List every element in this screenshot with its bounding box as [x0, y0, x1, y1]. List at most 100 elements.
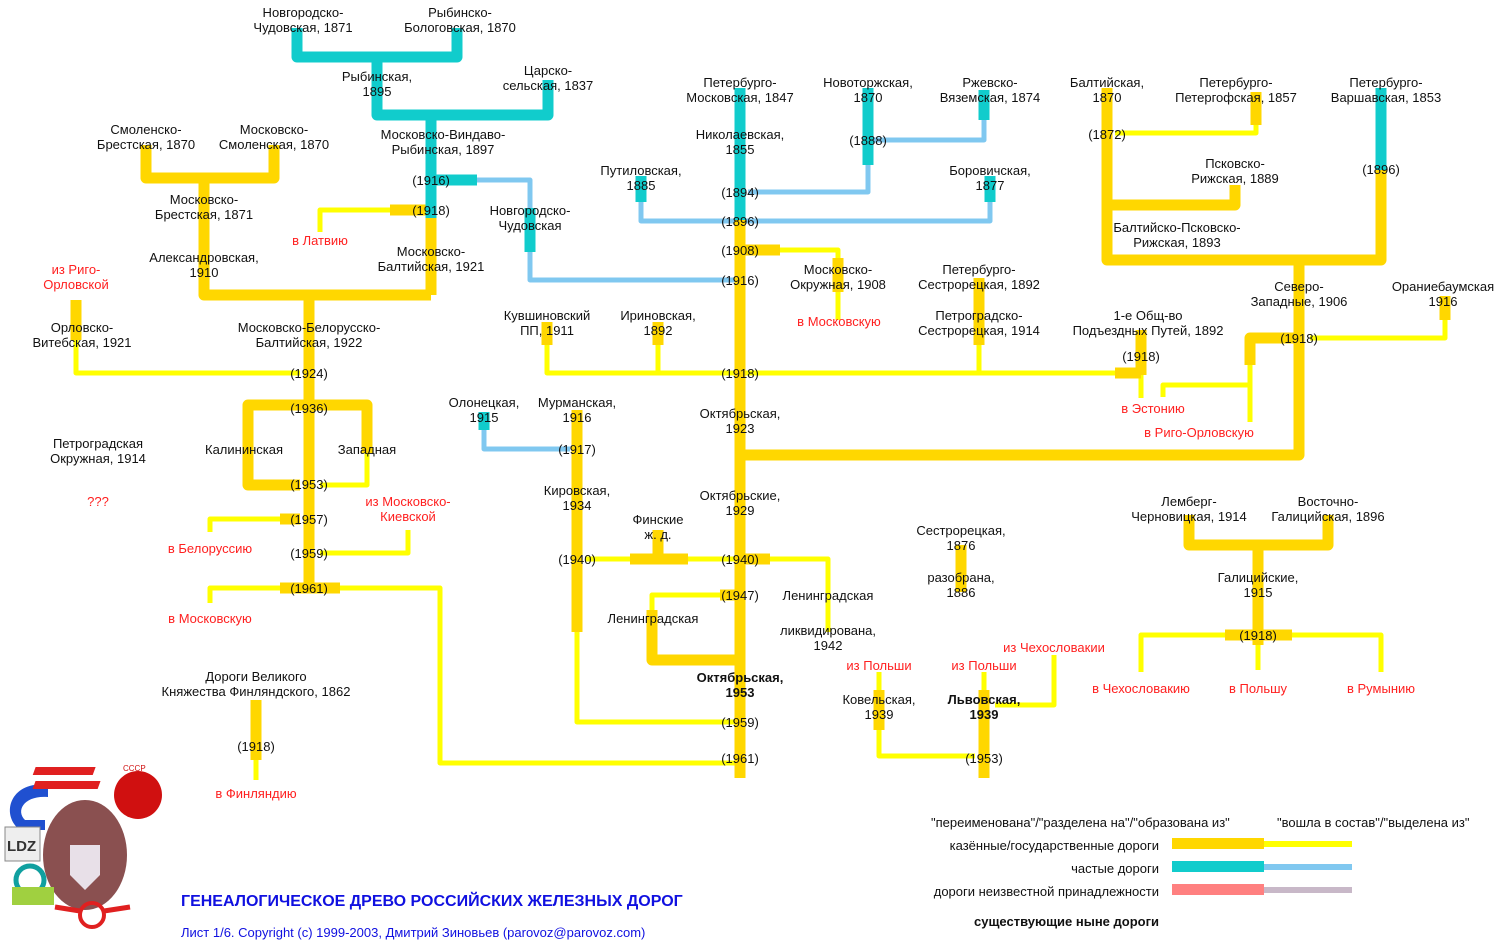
- year-label: (1936): [290, 401, 328, 416]
- private-railway-link: [748, 165, 871, 195]
- private-railway-link: [481, 430, 570, 452]
- state-railway-link: [1160, 382, 1250, 397]
- legend-label-state: казённые/государственные дороги: [949, 838, 1159, 853]
- year-label: (1957): [290, 512, 328, 527]
- state-railway-link: [649, 592, 720, 610]
- transfer-note: в Польшу: [1228, 681, 1288, 696]
- year-label: (1894): [721, 185, 759, 200]
- railway-label: Северо- Западные, 1906: [1250, 279, 1348, 309]
- legend-col1-header: "переименована"/"разделена на"/"образова…: [931, 815, 1230, 830]
- year-label: (1916): [412, 173, 450, 188]
- year-label: (1916): [721, 273, 759, 288]
- state-railway-link: [995, 655, 1057, 708]
- railway-label: Московско- Смоленская, 1870: [218, 122, 330, 152]
- year-label: (1940): [721, 552, 759, 567]
- year-label: (1872): [1088, 127, 1126, 142]
- copyright: Лист 1/6. Copyright (c) 1999-2003, Дмитр…: [181, 925, 646, 940]
- transfer-note: из Польши: [951, 658, 1017, 673]
- railway-label: Орловско- Витебская, 1921: [32, 320, 132, 350]
- railway-label: Московско-Виндаво- Рыбинская, 1897: [380, 127, 506, 157]
- state-railway-link: [73, 340, 300, 376]
- railway-label: Балтийско-Псковско- Рижская, 1893: [1113, 220, 1241, 250]
- state-railway-link: [320, 453, 370, 488]
- year-label: (1918): [237, 739, 275, 754]
- state-railway-link: [780, 247, 841, 320]
- railway-label: Дороги Великого Княжества Финляндского, …: [161, 669, 351, 699]
- year-label: (1959): [290, 546, 328, 561]
- legend-bar-state-thick: [1172, 838, 1264, 849]
- private-railway-link: [868, 120, 987, 143]
- railway-label: Псковско- Рижская, 1889: [1191, 156, 1279, 186]
- state-railway-link: [317, 207, 390, 232]
- year-label: (1947): [721, 588, 759, 603]
- railway-label: Кувшиновский ПП, 1911: [503, 308, 591, 338]
- transfer-note: в Финляндию: [215, 786, 297, 801]
- year-label: (1961): [721, 751, 759, 766]
- railway-logos-emblem: СССР LDZ: [4, 764, 162, 929]
- transfer-note: в Белоруссию: [167, 541, 253, 556]
- state-railway-line: [1107, 185, 1241, 211]
- legend-label-unknown: дороги неизвестной принадлежности: [933, 884, 1159, 899]
- legend-label-existing: существующие ныне дороги: [973, 914, 1159, 929]
- state-railway-link: [1310, 320, 1448, 341]
- state-railway-link: [876, 730, 975, 759]
- state-railway-link: [1292, 632, 1384, 672]
- railway-label: Петербурго- Сестрорецкая, 1892: [918, 262, 1040, 292]
- railway-label: Петроградско- Сестрорецкая, 1914: [918, 308, 1040, 338]
- state-railway-line: [1244, 332, 1299, 365]
- transfer-note: в Риго-Орловскую: [1144, 425, 1254, 440]
- railway-label: Западная: [337, 442, 397, 457]
- state-railway-line: [740, 260, 1305, 461]
- railway-label: Николаевская, 1855: [695, 127, 785, 157]
- state-railway-line: [140, 145, 280, 184]
- state-railway-link: [544, 345, 1141, 376]
- year-label: (1896): [1362, 162, 1400, 177]
- state-railway-link: [320, 530, 411, 556]
- railway-label: Ржевско- Вяземская, 1874: [939, 75, 1041, 105]
- railway-label: Калининская: [204, 442, 284, 457]
- railway-label: Рыбинская, 1895: [341, 69, 413, 99]
- railway-label: Рыбинско- Бологовская, 1870: [404, 5, 516, 35]
- state-railway-line: [1101, 88, 1387, 266]
- page-title: ГЕНЕАЛОГИЧЕСКОЕ ДРЕВО РОССИЙСКИХ ЖЕЛЕЗНЫ…: [181, 893, 683, 910]
- state-railway-line: [646, 610, 740, 666]
- railway-label: Кировская, 1934: [543, 483, 611, 513]
- railway-label: Смоленско- Брестская, 1870: [96, 122, 196, 152]
- railway-label: Лемберг- Черновицкая, 1914: [1131, 494, 1247, 524]
- transfer-note: из Московско- Киевской: [365, 494, 451, 524]
- railway-label: Ораниебаумская 1916: [1391, 279, 1495, 309]
- railway-label: Ленинградская: [607, 611, 699, 626]
- railway-label: Новгородско- Чудовская: [489, 203, 571, 233]
- year-label: (1961): [290, 581, 328, 596]
- state-railway-link: [770, 556, 831, 632]
- railway-label: Петербурго- Варшавская, 1853: [1330, 75, 1442, 105]
- year-label: (1918): [1239, 628, 1277, 643]
- year-label: (1924): [290, 366, 328, 381]
- transfer-note: из Польши: [846, 658, 912, 673]
- year-label: (1918): [721, 366, 759, 381]
- railway-label: Октябрьская, 1923: [699, 406, 781, 436]
- railway-label: Боровичская, 1877: [949, 163, 1031, 193]
- year-label: (1918): [1280, 331, 1318, 346]
- year-label: (1918): [412, 203, 450, 218]
- legend-col2-header: "вошла в состав"/"выделена из": [1277, 815, 1470, 830]
- railway-label: Мурманская, 1916: [537, 395, 617, 425]
- railway-label: Петроградская Окружная, 1914: [50, 436, 146, 466]
- railway-label: Ириновская, 1892: [620, 308, 696, 338]
- railway-label: Ленинградская: [782, 588, 874, 603]
- year-label: (1896): [721, 214, 759, 229]
- railway-label: Московско-Белорусско- Балтийская, 1922: [237, 320, 381, 350]
- transfer-note: в Эстонию: [1121, 401, 1185, 416]
- transfer-note: из Чехословакии: [1003, 640, 1105, 655]
- legend-bar-state-thin: [1264, 841, 1352, 847]
- railway-label: Петербурго- Петергофская, 1857: [1175, 75, 1297, 105]
- railway-label: Сестрорецкая, 1876: [916, 523, 1006, 553]
- year-label: (1953): [290, 477, 328, 492]
- transfer-note: ???: [87, 494, 109, 509]
- railway-label: 1-е Общ-во Подъездных Путей, 1892: [1072, 308, 1224, 338]
- railway-label: Балтийская, 1870: [1069, 75, 1145, 105]
- railway-label: Восточно- Галицийская, 1896: [1271, 494, 1385, 524]
- railway-label: Путиловская, 1885: [600, 163, 682, 193]
- state-railway-link: [340, 585, 735, 766]
